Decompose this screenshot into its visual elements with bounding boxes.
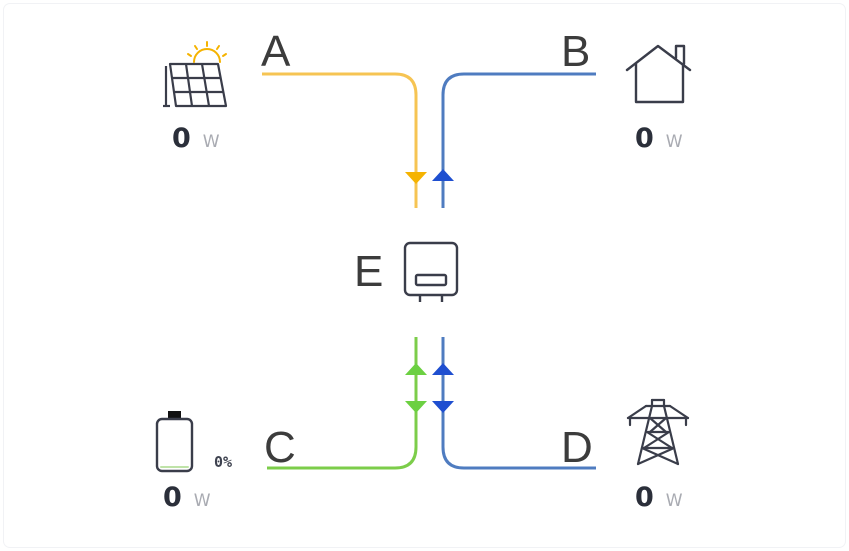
inverter-icon [403,241,459,302]
battery-icon [155,411,194,473]
battery-flow-arrow-up [405,363,427,375]
inverter-node-label: E [354,247,384,296]
house-icon [625,44,692,104]
grid-flow-arrow-down [432,401,454,413]
battery-power-unit: W [193,491,211,511]
grid-power-unit: W [665,491,683,511]
battery-flow-arrow-down [405,401,427,413]
battery-flow-line [267,337,418,470]
grid-power-value: 0 [635,482,654,513]
solar-panel-icon [163,41,228,108]
load-power-value: 0 [635,123,654,154]
load-flow-line [441,72,596,208]
load-flow-arrow-up [432,169,454,181]
battery-power-value: 0 [163,482,182,513]
grid-flow-line [441,337,596,470]
solar-node-label: A [261,27,291,76]
battery-soc-percent: 0% [214,453,233,471]
grid-node-label: D [561,423,593,472]
battery-node-label: C [264,423,296,472]
solar-power-unit: W [202,132,220,152]
solar-flow-arrow-down [405,172,427,184]
solar-power-value: 0 [172,123,191,154]
grid-flow-arrow-up [432,363,454,375]
power-tower-icon [626,398,690,466]
load-node-label: B [561,27,591,76]
load-power-unit: W [665,132,683,152]
solar-flow-line [262,72,418,208]
